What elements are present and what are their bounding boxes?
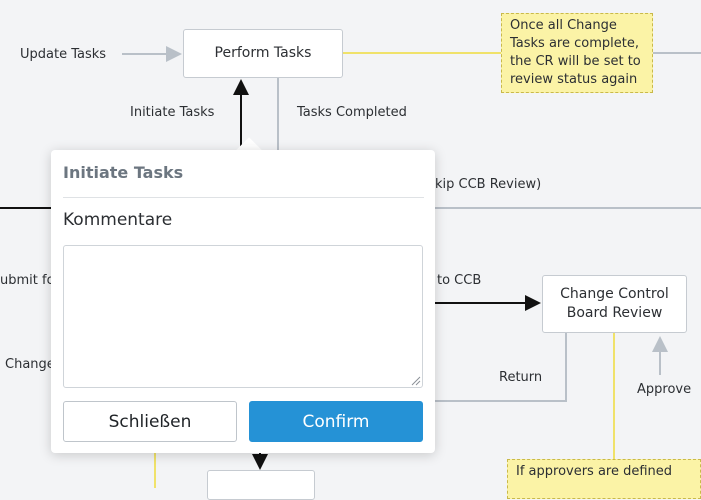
dialog-divider xyxy=(63,197,424,198)
edge-label-update-tasks: Update Tasks xyxy=(20,47,107,62)
resize-grip-icon[interactable] xyxy=(411,376,421,386)
edge-label-return: Return xyxy=(499,370,543,385)
note-approvers-defined: If approvers are defined xyxy=(507,459,701,499)
edge-return xyxy=(435,333,567,402)
edge-label-to-ccb: to CCB xyxy=(437,273,482,288)
initiate-tasks-dialog: Initiate Tasks Kommentare Schließen Conf… xyxy=(51,150,435,453)
edge-label-change: Change xyxy=(5,357,55,372)
node-change-control-board-review[interactable]: Change Control Board Review xyxy=(542,275,687,333)
workflow-connectors xyxy=(0,46,701,488)
comment-textarea[interactable] xyxy=(63,245,423,388)
node-perform-tasks[interactable]: Perform Tasks xyxy=(183,29,343,78)
edge-label-approve: Approve xyxy=(637,382,692,397)
close-button[interactable]: Schließen xyxy=(63,401,237,442)
edge-label-skip-ccb-review: kip CCB Review) xyxy=(435,177,542,192)
comment-field-label: Kommentare xyxy=(63,210,173,230)
workflow-canvas: Perform Tasks Change Control Board Revie… xyxy=(0,13,701,500)
confirm-button[interactable]: Confirm xyxy=(249,401,423,442)
edge-label-tasks-completed: Tasks Completed xyxy=(297,105,407,120)
node-bottom-partial[interactable] xyxy=(207,470,315,500)
note-tasks-complete: Once all Change Tasks are complete, the … xyxy=(501,13,653,93)
edge-label-submit-for: ubmit fo xyxy=(0,273,55,288)
edge-label-initiate-tasks: Initiate Tasks xyxy=(130,105,215,120)
dialog-title: Initiate Tasks xyxy=(63,163,184,182)
